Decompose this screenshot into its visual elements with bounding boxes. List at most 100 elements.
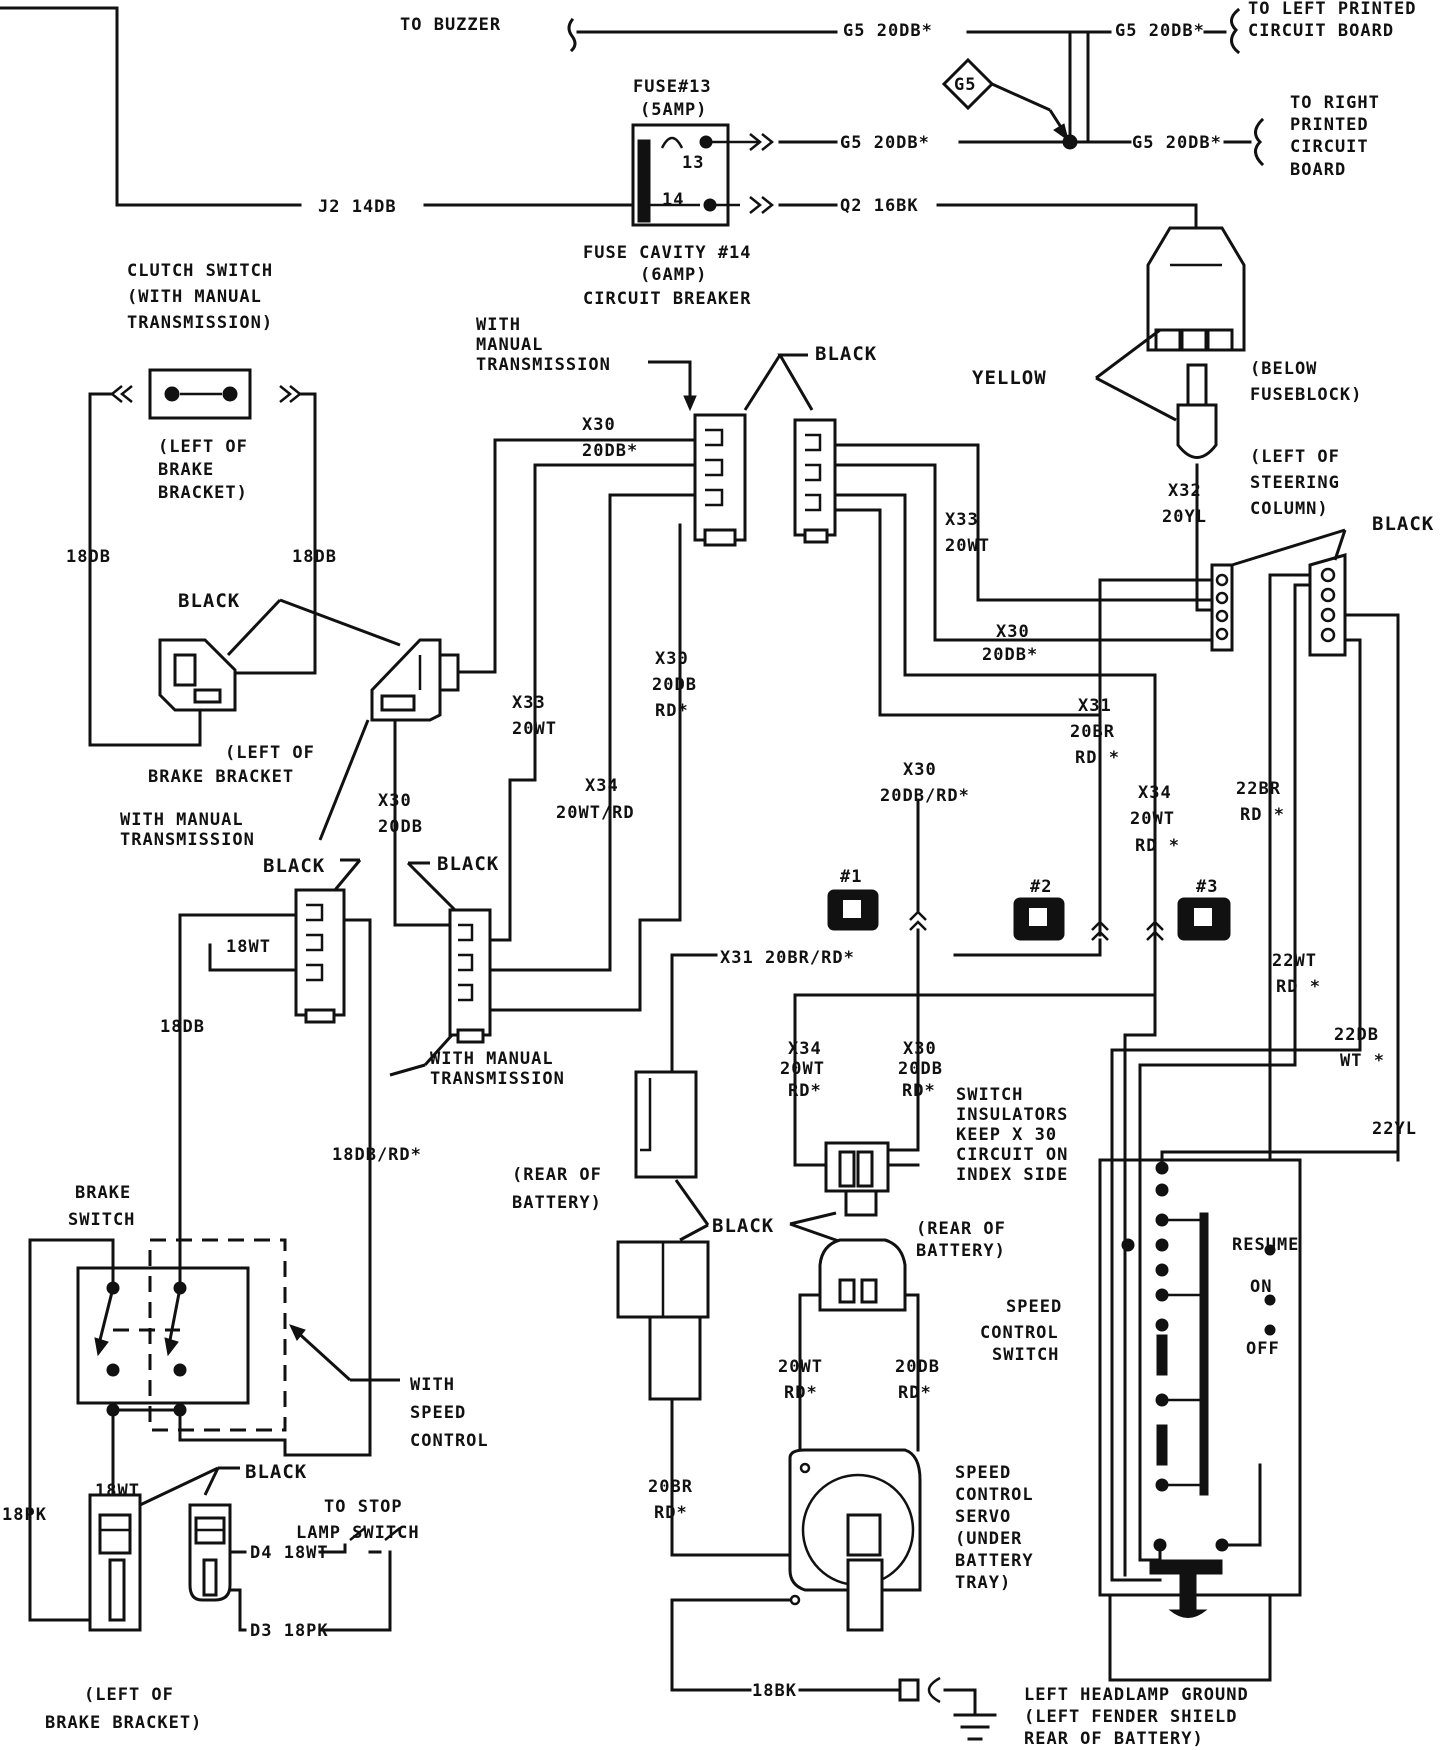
label-left-brake-1: (LEFT OF (158, 437, 248, 457)
label-x33-r-1: X33 (945, 510, 979, 530)
label-left-brake-c-2: BRAKE BRACKET) (45, 1713, 202, 1733)
label-with-manual-top-1: WITH (476, 315, 521, 335)
label-servo-5: BATTERY (955, 1551, 1034, 1571)
label-black-left: BLACK (263, 855, 325, 877)
label-with-manual-low-1: WITH MANUAL (430, 1049, 554, 1069)
label-brake-sw-2: SWITCH (68, 1210, 135, 1230)
label-conn-2: #2 (1030, 877, 1052, 897)
label-left-brake-b-2: BRAKE BRACKET (148, 767, 294, 787)
label-switch-ins-4: CIRCUIT ON (956, 1145, 1068, 1165)
label-fuse13-1: FUSE#13 (633, 77, 712, 97)
label-yellow: YELLOW (972, 367, 1047, 389)
label-g5-diamond: G5 (954, 75, 976, 95)
label-fuse-cavity-3: CIRCUIT BREAKER (583, 289, 752, 309)
label-x30-e-1: X30 (378, 791, 412, 811)
label-on: ON (1250, 1277, 1272, 1297)
label-switch-ins-3: KEEP X 30 (956, 1125, 1057, 1145)
label-wt20rd-1: 20WT (778, 1357, 823, 1377)
label-x30-f-3: RD* (902, 1081, 936, 1101)
label-to-stop-2: LAMP SWITCH (296, 1523, 420, 1543)
label-fuse-cavity-2: (6AMP) (640, 265, 707, 285)
label-x30-d-1: X30 (903, 760, 937, 780)
label-x34-m-2: 20WT/RD (556, 803, 635, 823)
label-left-steering-3: COLUMN) (1250, 499, 1329, 519)
label-with-speed-1: WITH (410, 1375, 455, 1395)
label-x31-r-3: RD * (1075, 748, 1120, 768)
label-left-steering-2: STEERING (1250, 473, 1340, 493)
label-x34-m-1: X34 (585, 776, 619, 796)
label-d4: D4 18WT (250, 1543, 329, 1563)
label-x30-c-2: 20DB (652, 675, 697, 695)
label-x34-r-1: X34 (1138, 783, 1172, 803)
label-left-brake-2: BRAKE (158, 460, 214, 480)
label-x33-m-1: X33 (512, 693, 546, 713)
label-wt22-1: 22WT (1272, 951, 1317, 971)
label-ground-1: LEFT HEADLAMP GROUND (1024, 1685, 1249, 1705)
label-with-manual-top-2: MANUAL (476, 335, 543, 355)
label-left-steering-1: (LEFT OF (1250, 447, 1340, 467)
label-left-brake-c-1: (LEFT OF (84, 1685, 174, 1705)
battery-connectors (616, 953, 997, 1741)
label-servo-3: SERVO (955, 1507, 1011, 1527)
clutch-switch (88, 368, 317, 747)
label-x30-b: X30 (996, 622, 1030, 642)
label-pk18: 18PK (2, 1505, 47, 1525)
label-clutch-1: CLUTCH SWITCH (127, 261, 273, 281)
label-switch-ins-1: SWITCH (956, 1085, 1023, 1105)
label-rear-batt-b-1: (REAR OF (916, 1219, 1006, 1239)
label-fuse-13: 13 (682, 153, 704, 173)
label-clutch-3: TRANSMISSION) (127, 313, 273, 333)
label-g5-right: G5 20DB* (1132, 133, 1222, 153)
label-br20-1: 20BR (648, 1477, 693, 1497)
label-black-mid: BLACK (437, 853, 499, 875)
connector-symbols (793, 798, 1231, 1152)
label-x30-c-1: X30 (655, 649, 689, 669)
label-x31-bottom: X31 20BR/RD* (720, 948, 855, 968)
label-g5-buzzer: G5 20DB* (843, 21, 933, 41)
label-with-manual-top-3: TRANSMISSION (476, 355, 611, 375)
label-fuse13-2: (5AMP) (640, 100, 707, 120)
speed-control-switch (1098, 933, 1400, 1618)
mid-left-connector (279, 438, 682, 841)
label-yl22: 22YL (1372, 1119, 1417, 1139)
label-x30-d-2: 20DB/RD* (880, 786, 970, 806)
label-with-speed-2: SPEED (410, 1403, 466, 1423)
label-x34-r-2: 20WT (1130, 809, 1175, 829)
label-x34-r-3: RD * (1135, 836, 1180, 856)
label-below-fuseblock-1: (BELOW (1250, 359, 1317, 379)
label-db22-2: WT * (1340, 1051, 1385, 1071)
label-ground-3: REAR OF BATTERY) (1024, 1729, 1204, 1749)
label-br20-2: RD* (654, 1503, 688, 1523)
label-x30-e-2: 20DB (378, 817, 423, 837)
label-db20rd-2: RD* (898, 1383, 932, 1403)
label-fuse-14: 14 (662, 190, 684, 210)
label-ground-2: (LEFT FENDER SHIELD (1024, 1707, 1237, 1727)
label-x30-f-2: 20DB (898, 1059, 943, 1079)
label-x33-r-2: 20WT (945, 536, 990, 556)
label-left-brake-b-1: (LEFT OF (225, 743, 315, 763)
label-x34-b-2: 20WT (780, 1059, 825, 1079)
label-wt22-2: RD * (1276, 977, 1321, 997)
label-g5-left: G5 20DB* (1115, 21, 1205, 41)
label-with-manual-mid-2: TRANSMISSION (120, 830, 255, 850)
label-servo-2: CONTROL (955, 1485, 1034, 1505)
top-wiring (0, 6, 1265, 582)
left-black-connector (178, 858, 372, 1457)
label-brake-sw-1: BRAKE (75, 1183, 131, 1203)
label-to-right-pcb-3: CIRCUIT (1290, 137, 1369, 157)
label-x30-f-1: X30 (903, 1039, 937, 1059)
label-with-manual-mid-1: WITH MANUAL (120, 810, 244, 830)
center-connectors (468, 353, 1212, 1012)
label-x33-m-2: 20WT (512, 719, 557, 739)
label-wt20rd-2: RD* (784, 1383, 818, 1403)
label-x30-c-3: RD* (655, 701, 689, 721)
label-x30-a-1: X30 (582, 415, 616, 435)
label-off: OFF (1246, 1339, 1280, 1359)
label-r18db: 18DB (292, 547, 337, 567)
label-servo-6: TRAY) (955, 1573, 1011, 1593)
label-with-speed-3: CONTROL (410, 1431, 489, 1451)
label-x34-b-1: X34 (788, 1039, 822, 1059)
label-servo-1: SPEED (955, 1463, 1011, 1483)
label-switch-ins-5: INDEX SIDE (956, 1165, 1068, 1185)
